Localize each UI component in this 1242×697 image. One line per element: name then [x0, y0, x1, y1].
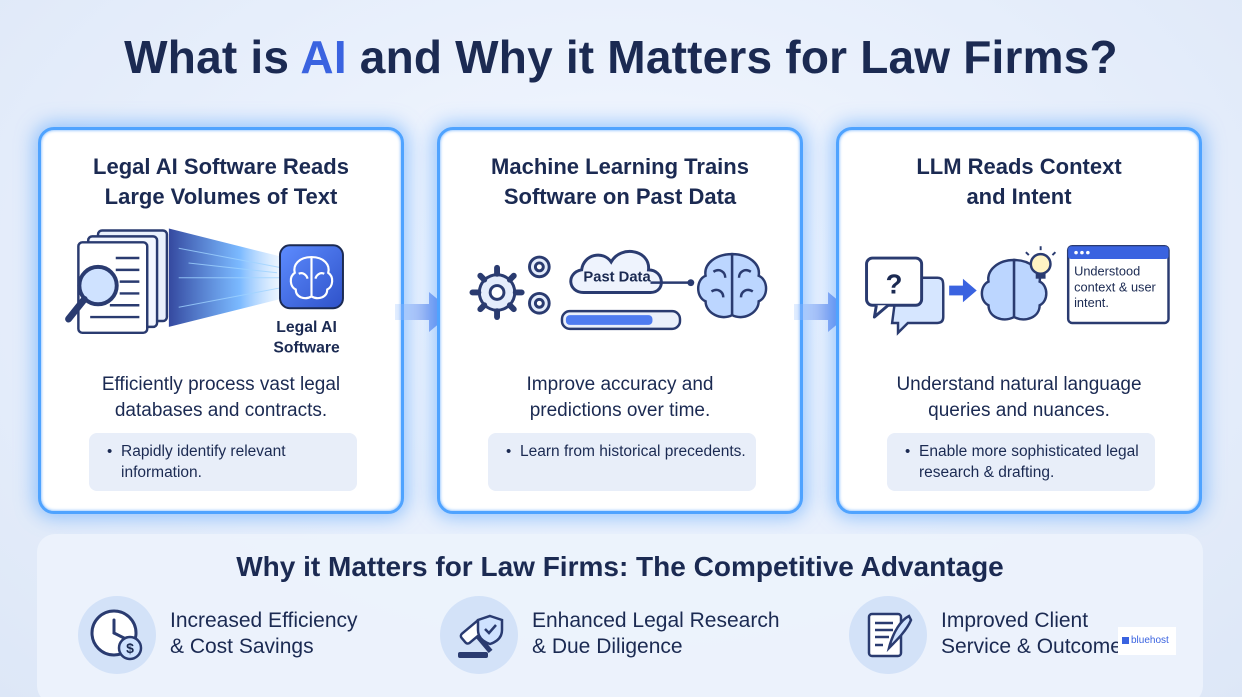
card-heading-line1: Machine Learning Trains	[491, 154, 749, 179]
brain-icon	[696, 252, 768, 319]
card-note: Rapidly identify relevant information.	[89, 433, 357, 491]
brain-chip-icon	[279, 244, 344, 310]
question-bubble-icon: ?	[865, 256, 945, 336]
card-description: Efficiently process vast legal databases …	[41, 372, 401, 424]
gavel-shield-icon	[440, 596, 518, 674]
benefit-line1: Improved Client	[941, 609, 1089, 632]
card-heading-line2: Large Volumes of Text	[104, 184, 338, 209]
desc-line1: Improve accuracy and	[526, 374, 714, 395]
card-description: Improve accuracy and predictions over tim…	[440, 372, 800, 424]
legal-ai-illustration: Legal AI Software	[65, 228, 344, 356]
competitive-advantage-panel: Why it Matters for Law Firms: The Compet…	[37, 534, 1203, 697]
illustration-label-line1: Legal AI	[276, 319, 337, 336]
benefit-line2: Service & Outcomes	[941, 635, 1133, 658]
illustration-label-line2: Software	[273, 339, 340, 356]
card-note: Enable more sophisticated legal research…	[887, 433, 1155, 491]
progress-bar-icon	[560, 309, 682, 331]
small-arrow-icon	[949, 278, 977, 303]
title-prefix: What is	[124, 31, 301, 83]
desc-line1: Understand natural language	[896, 374, 1142, 395]
window-text: Understood context & user intent.	[1074, 263, 1156, 311]
card-heading-line2: Software on Past Data	[503, 184, 737, 209]
panel-heading: Why it Matters for Law Firms: The Compet…	[236, 551, 1004, 582]
card-description: Understand natural language queries and n…	[839, 372, 1199, 424]
desc-line2: queries and nuances.	[928, 400, 1110, 421]
benefit-label: Increased Efficiency & Cost Savings	[170, 608, 430, 660]
benefit-line2: & Cost Savings	[170, 635, 314, 658]
bluehost-grid-icon	[1122, 637, 1129, 644]
llm-illustration: ? Understood context & user intent.	[865, 245, 1170, 336]
magnifier-icon	[65, 264, 119, 323]
benefit-line2: & Due Diligence	[532, 635, 683, 658]
bluehost-watermark: bluehost	[1118, 627, 1176, 655]
watermark-text: bluehost	[1131, 635, 1169, 646]
card-heading: LLM Reads Context and Intent	[839, 152, 1199, 212]
desc-line2: predictions over time.	[529, 400, 711, 421]
title-accent: AI	[300, 31, 347, 83]
benefit-efficiency: $ Increased Efficiency & Cost Savings	[78, 596, 398, 676]
title-suffix: and Why it Matters for Law Firms?	[346, 31, 1118, 83]
card-heading-line2: and Intent	[966, 184, 1072, 209]
card-llm-context: LLM Reads Context and Intent ? Understood…	[836, 127, 1202, 514]
benefit-legal-research: Enhanced Legal Research & Due Diligence	[440, 596, 800, 676]
clock-dollar-icon: $	[78, 596, 156, 674]
benefit-line1: Enhanced Legal Research	[532, 609, 780, 632]
benefit-line1: Increased Efficiency	[170, 609, 358, 632]
desc-line2: databases and contracts.	[114, 400, 328, 421]
cloud-label: Past Data	[583, 270, 651, 286]
gears-icon	[469, 255, 551, 321]
brain-lightbulb-icon	[980, 246, 1057, 321]
card-note: Learn from historical precedents.	[488, 433, 756, 491]
card-heading-line1: Legal AI Software Reads	[93, 154, 349, 179]
document-quill-icon	[849, 596, 927, 674]
benefit-label: Enhanced Legal Research & Due Diligence	[532, 608, 802, 660]
cloud-icon: Past Data	[569, 250, 663, 294]
svg-text:?: ?	[886, 268, 903, 299]
machine-learning-illustration: Past Data	[469, 250, 768, 331]
card-heading-line1: LLM Reads Context	[916, 154, 1122, 179]
window-icon: Understood context & user intent.	[1066, 245, 1170, 325]
page-title: What is AI and Why it Matters for Law Fi…	[0, 30, 1242, 84]
svg-text:$: $	[126, 640, 134, 656]
desc-line1: Efficiently process vast legal	[101, 374, 341, 395]
